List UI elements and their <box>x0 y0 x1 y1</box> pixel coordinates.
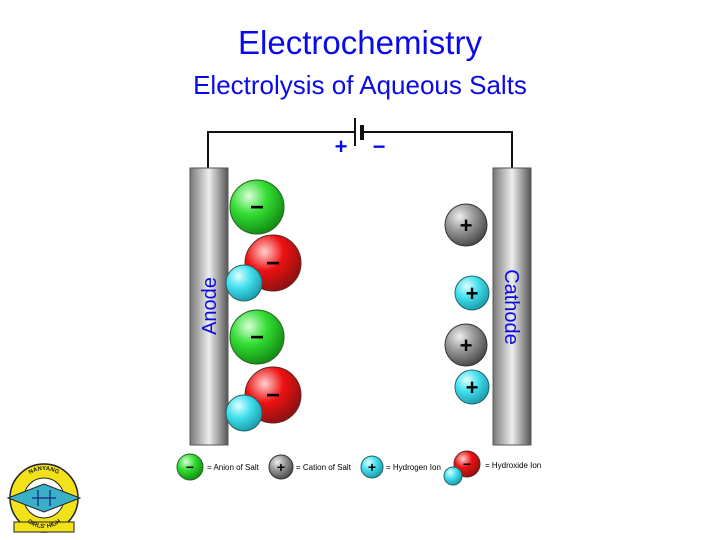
hydroxide-ion: − <box>225 234 302 302</box>
battery-negative: − <box>373 134 386 159</box>
svg-text:+: + <box>466 281 479 306</box>
slide-title: Electrochemistry <box>238 24 482 61</box>
svg-text:−: − <box>250 194 264 221</box>
legend-hydroxide-label: = Hydroxide Ion <box>485 461 541 470</box>
cation-of-salt: + <box>444 323 488 367</box>
battery-positive: + <box>335 134 348 159</box>
legend-hydrogen-icon <box>360 455 384 479</box>
svg-text:−: − <box>463 456 471 472</box>
svg-text:+: + <box>368 459 376 475</box>
svg-text:GIRLS' HIGH: GIRLS' HIGH <box>26 519 62 530</box>
svg-text:−: − <box>266 250 280 277</box>
legend-anion-icon <box>176 453 204 481</box>
hydrogen-ion: + <box>454 369 490 405</box>
cation-of-salt: + <box>444 203 488 247</box>
svg-text:−: − <box>186 459 194 475</box>
slide-subtitle: Electrolysis of Aqueous Salts <box>193 70 527 100</box>
svg-text:+: + <box>277 459 285 475</box>
hydrogen-ion: + <box>454 275 490 311</box>
anode-label: Anode <box>199 277 221 335</box>
svg-text:+: + <box>460 333 473 358</box>
legend-cation-label: = Cation of Salt <box>296 463 352 472</box>
cathode-electrode <box>492 167 532 446</box>
svg-text:+: + <box>466 375 479 400</box>
wire <box>362 131 513 168</box>
legend: − = Anion of Salt + = Cation of Salt + =… <box>176 450 541 486</box>
svg-text:+: + <box>460 213 473 238</box>
anion-of-salt: − <box>229 309 285 365</box>
anode-electrode <box>189 167 229 446</box>
legend-cation-icon <box>268 454 294 480</box>
wire <box>207 131 355 168</box>
svg-text:−: − <box>266 382 280 409</box>
anion-of-salt: − <box>229 179 285 235</box>
svg-text:NANYANG: NANYANG <box>28 466 60 476</box>
cathode-label: Cathode <box>500 269 522 345</box>
school-logo: NANYANG GIRLS' HIGH <box>6 463 82 533</box>
hydroxide-ion: − <box>225 366 302 432</box>
legend-hydrogen-label: = Hydrogen Ion <box>386 463 441 472</box>
svg-text:−: − <box>250 324 264 351</box>
legend-anion-label: = Anion of Salt <box>207 463 260 472</box>
